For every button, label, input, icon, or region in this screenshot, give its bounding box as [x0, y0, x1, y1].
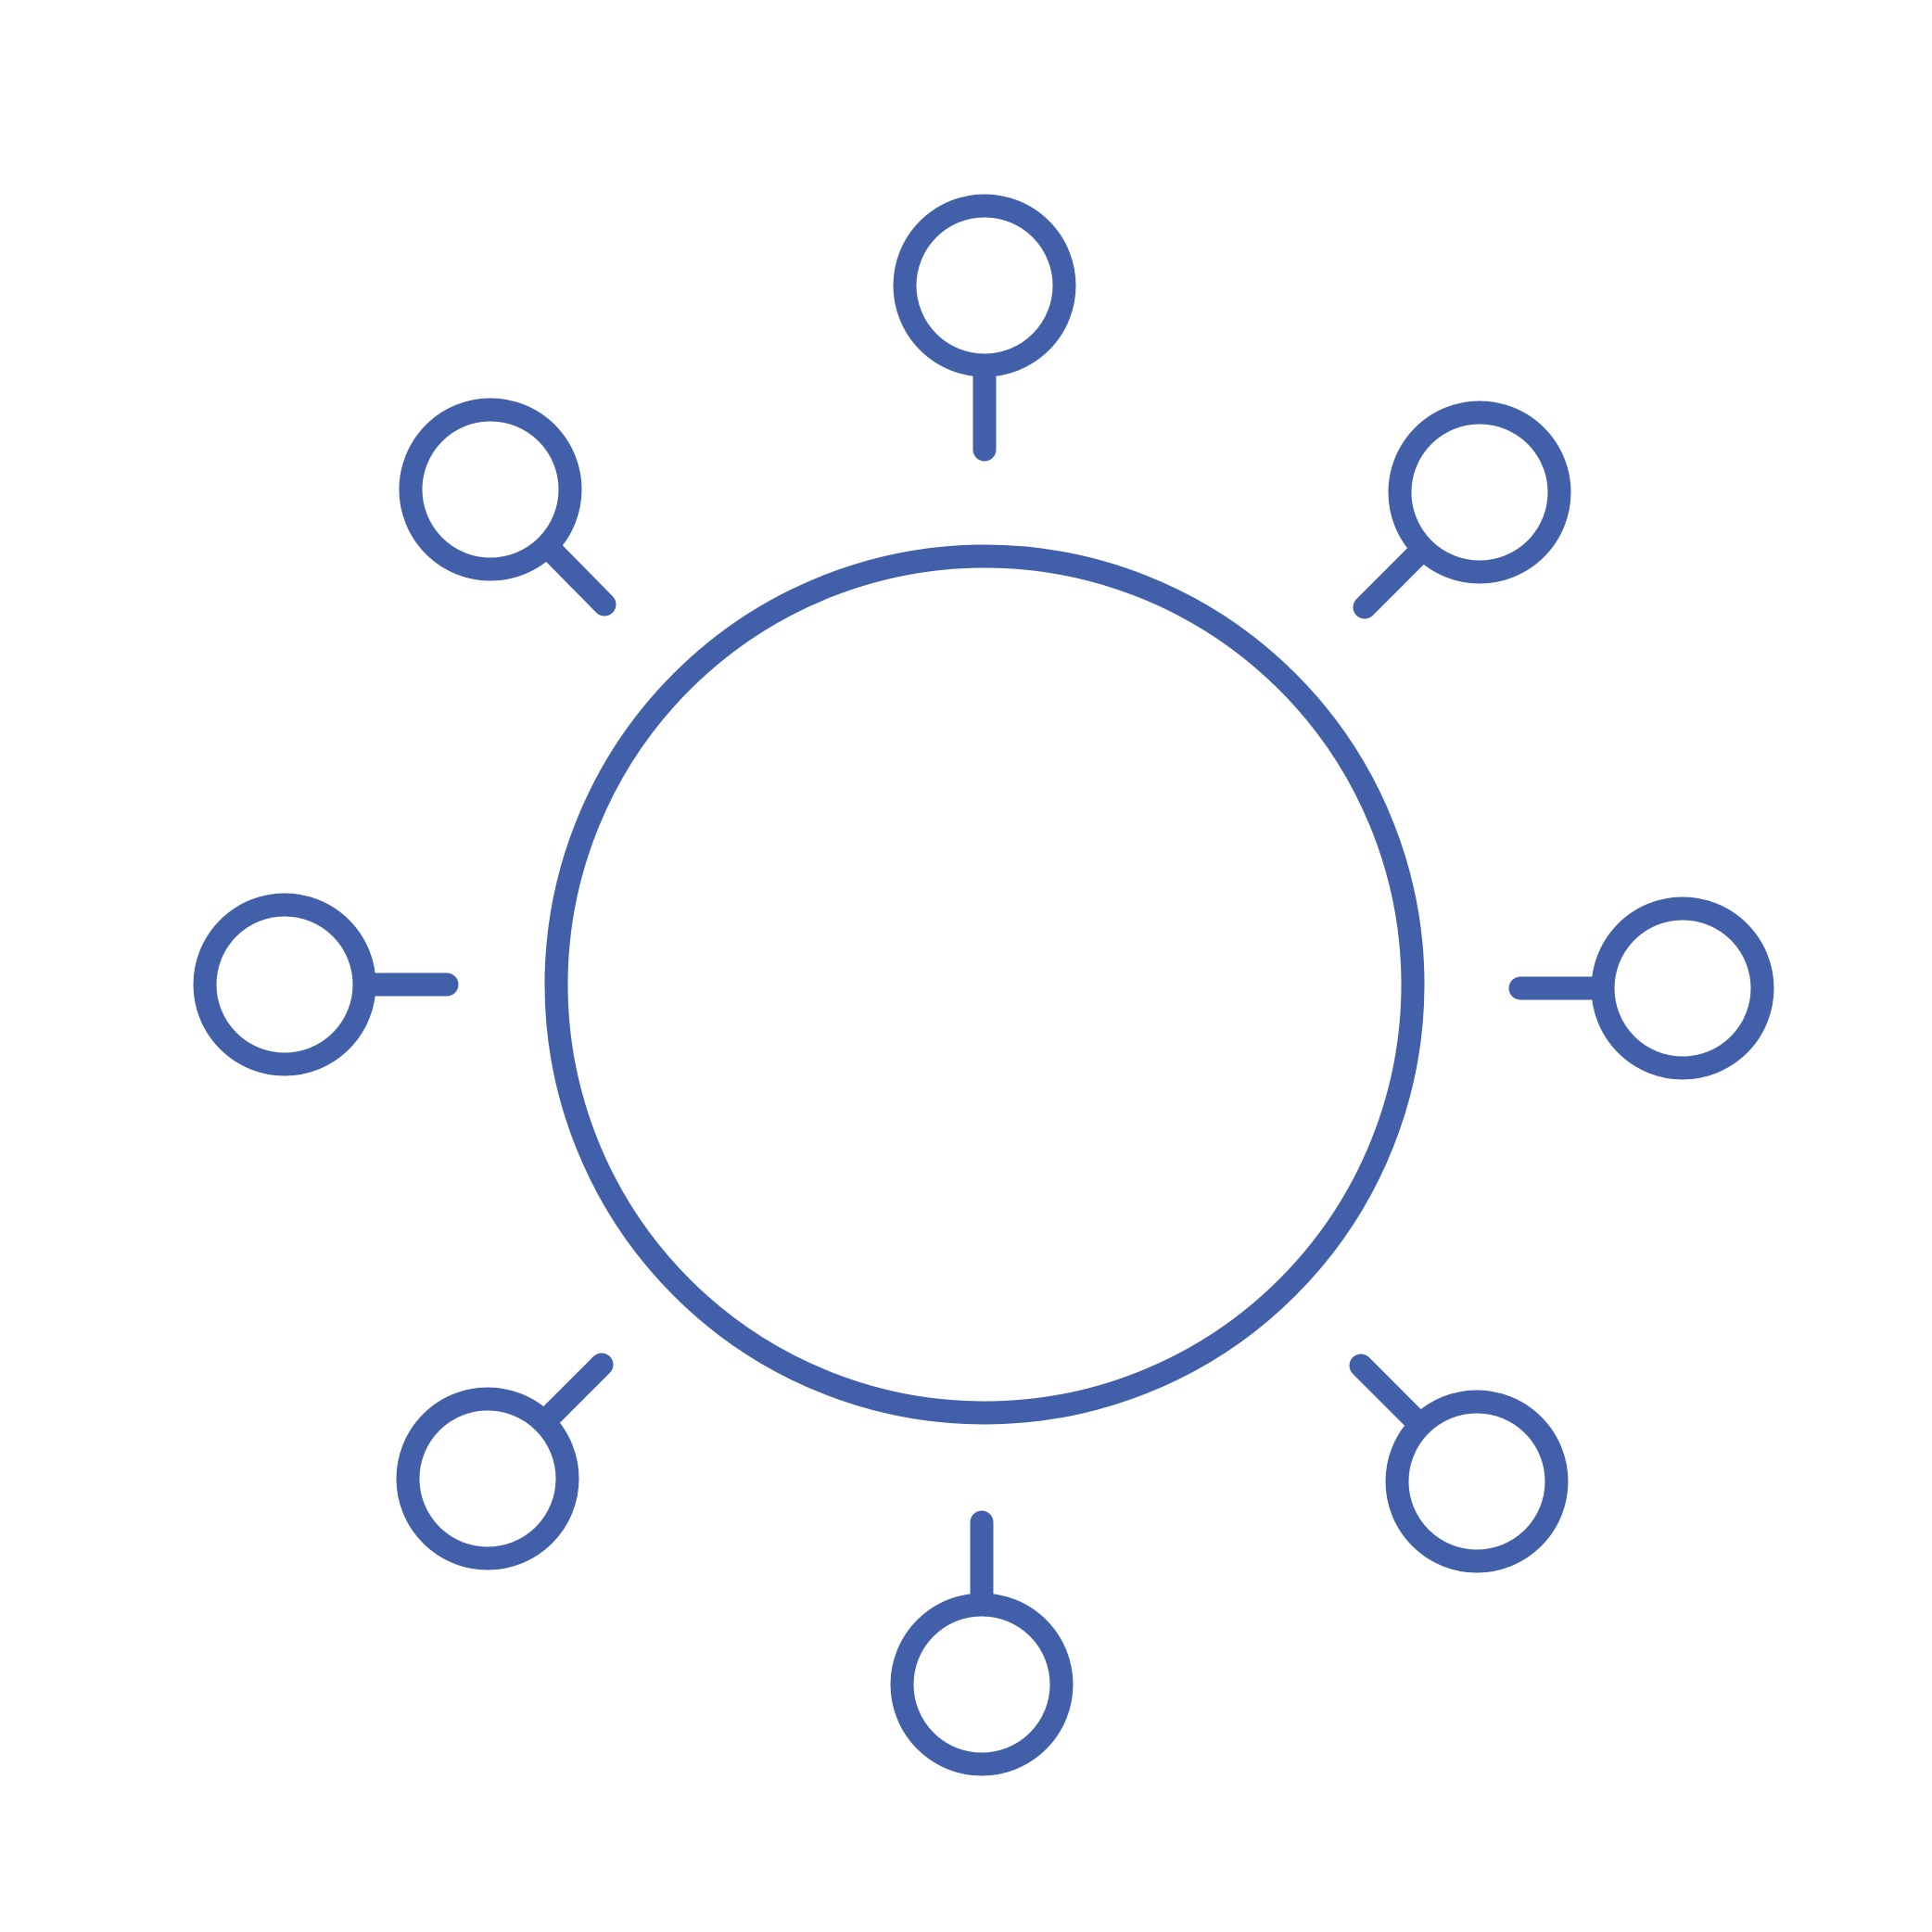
- satellite-node-bottom-right: [1349, 1354, 1569, 1573]
- satellite-node-top-right: [1353, 400, 1571, 619]
- hub-circle: [544, 544, 1425, 1425]
- satellite-group: [193, 194, 1774, 1776]
- satellite-circle-top-right: [1388, 400, 1571, 584]
- satellite-node-left: [193, 893, 459, 1076]
- satellite-circle-bottom-left: [396, 1387, 579, 1570]
- satellite-circle-left: [193, 893, 376, 1076]
- satellite-circle-bottom: [890, 1593, 1074, 1776]
- satellite-circle-right: [1591, 896, 1774, 1080]
- satellite-node-bottom-left: [396, 1353, 614, 1570]
- satellite-circle-bottom-right: [1385, 1390, 1569, 1573]
- satellite-node-top: [893, 194, 1076, 462]
- satellite-node-top-left: [399, 398, 616, 616]
- satellite-circle-top-left: [399, 398, 582, 581]
- satellite-node-right: [1508, 896, 1774, 1080]
- satellite-circle-top: [893, 194, 1076, 377]
- satellite-stem-bottom-left: [533, 1353, 614, 1433]
- satellite-stem-bottom-right: [1349, 1354, 1431, 1436]
- satellite-stem-top-right: [1353, 539, 1433, 619]
- satellite-node-bottom: [890, 1510, 1074, 1776]
- satellite-stem-top-left: [536, 535, 616, 616]
